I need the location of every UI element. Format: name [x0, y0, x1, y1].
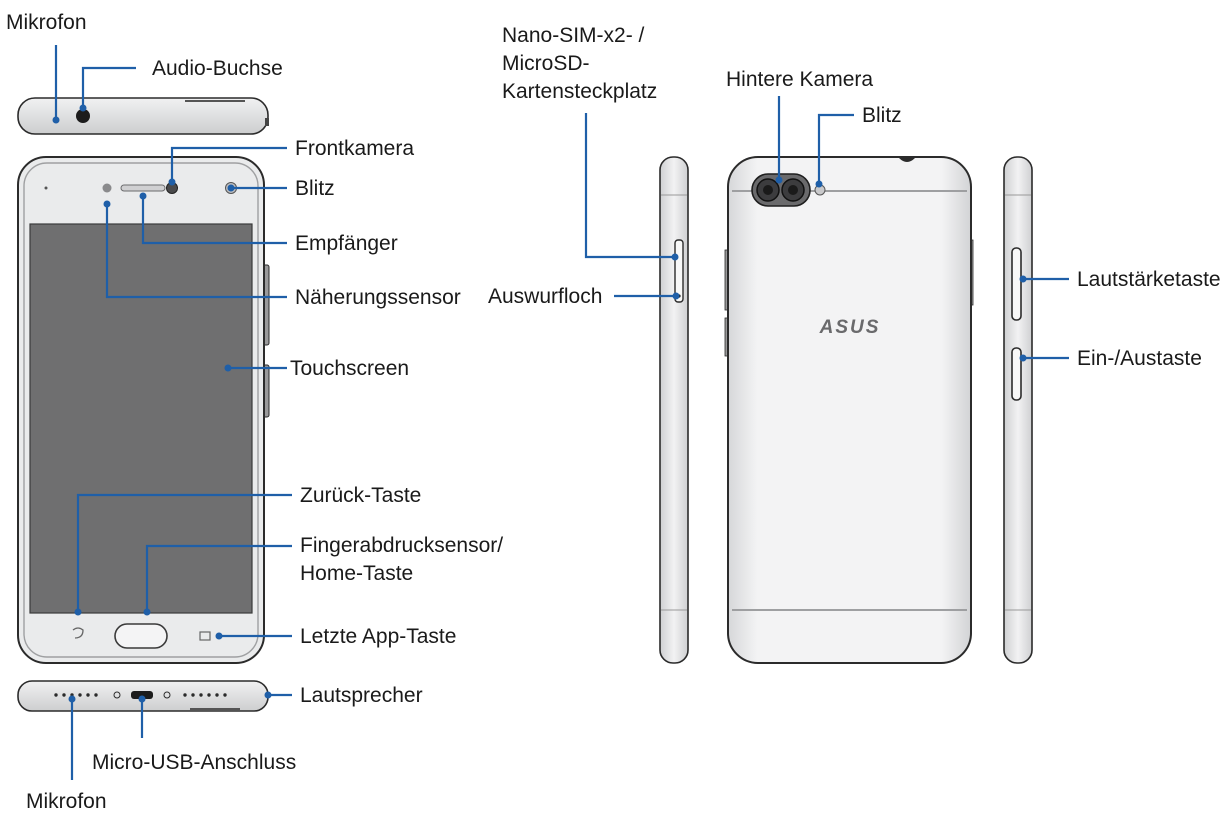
label-sim-line2: MicroSD-	[502, 52, 590, 75]
leader-lines	[52, 45, 1069, 780]
dot-fingerprint	[143, 608, 151, 616]
dot-rear-camera	[775, 176, 783, 184]
back-body	[727, 156, 972, 664]
leader-audio-jack	[81, 66, 136, 108]
label-fingerprint-line2: Home-Taste	[300, 562, 413, 585]
speaker-grille	[183, 693, 227, 697]
right-side-view	[1003, 156, 1033, 664]
label-front-camera: Frontkamera	[295, 137, 414, 160]
label-speaker: Lautsprecher	[300, 684, 423, 707]
label-mic-bottom: Mikrofon	[26, 790, 107, 813]
label-sim-line1: Nano-SIM-x2- /	[502, 24, 645, 47]
label-volume-key: Lautstärketaste	[1077, 268, 1221, 291]
dot-recent-apps	[215, 632, 223, 640]
dot-receiver	[139, 192, 147, 200]
dot-flash-front	[227, 184, 235, 192]
left-side-view	[659, 156, 689, 664]
recent-apps-key-icon	[199, 631, 211, 641]
bottom-mic-grille	[54, 693, 98, 697]
touchscreen-display	[29, 223, 253, 614]
label-power-key: Ein-/Austaste	[1077, 347, 1202, 370]
front-bezel	[23, 162, 259, 658]
label-recent-apps: Letzte App-Taste	[300, 625, 456, 648]
label-audio-jack: Audio-Buchse	[152, 57, 283, 80]
dot-speaker	[264, 691, 272, 699]
proximity-sensor	[102, 183, 112, 193]
callout-labels: Mikrofon Audio-Buchse Frontkamera Blitz …	[6, 11, 1221, 813]
left-side-body	[659, 156, 689, 664]
label-touchscreen: Touchscreen	[290, 357, 409, 380]
dot-back-key	[74, 608, 82, 616]
leader-front-camera	[170, 146, 287, 182]
dot-sim	[671, 253, 679, 261]
dot-proximity	[103, 200, 111, 208]
label-receiver: Empfänger	[295, 232, 398, 255]
leader-fingerprint	[145, 544, 292, 612]
dot-front-camera	[168, 178, 176, 186]
dot-touchscreen	[224, 364, 232, 372]
front-led-dot	[44, 186, 48, 190]
home-fingerprint-button	[114, 623, 168, 649]
asus-logo: ASUS	[819, 317, 881, 338]
volume-key	[1011, 247, 1022, 321]
back-view: ASUS	[724, 156, 974, 664]
label-sim-line3: Kartensteckplatz	[502, 80, 657, 103]
rear-camera-lens-1-inner	[763, 185, 773, 195]
label-flash-rear: Blitz	[862, 104, 902, 127]
label-flash-front: Blitz	[295, 177, 335, 200]
back-key-icon	[72, 627, 84, 639]
power-key	[1011, 347, 1022, 401]
right-side-body	[1003, 156, 1033, 664]
audio-jack-hole	[76, 109, 90, 123]
front-view	[17, 156, 270, 664]
label-fingerprint-line1: Fingerabdrucksensor/	[300, 534, 503, 557]
leader-proximity	[105, 204, 287, 299]
label-back-key: Zurück-Taste	[300, 484, 421, 507]
leader-flash-rear	[817, 113, 854, 184]
dot-mic-top	[52, 116, 60, 124]
top-edge-nub	[265, 118, 269, 126]
bottom-screw-left	[113, 691, 121, 699]
label-rear-camera: Hintere Kamera	[726, 68, 873, 91]
micro-usb-port	[131, 691, 153, 699]
rear-camera-lens-2-inner	[788, 185, 798, 195]
dot-audio-jack	[79, 104, 87, 112]
dot-eject	[672, 292, 680, 300]
bottom-screw-right	[163, 691, 171, 699]
label-eject-hole: Auswurfloch	[488, 285, 602, 308]
label-mic-top: Mikrofon	[6, 11, 87, 34]
dot-micro-usb	[138, 695, 146, 703]
dot-mic-bottom	[68, 695, 76, 703]
dot-volume	[1019, 275, 1027, 283]
leader-sim	[584, 113, 675, 259]
back-headphone-notch	[899, 158, 915, 162]
label-micro-usb: Micro-USB-Anschluss	[92, 751, 296, 774]
dot-power	[1019, 354, 1027, 362]
dot-flash-rear	[815, 180, 823, 188]
leader-receiver	[141, 196, 287, 245]
receiver-grille	[120, 184, 166, 192]
label-proximity-sensor: Näherungssensor	[295, 286, 461, 309]
leader-back-key	[76, 493, 292, 612]
